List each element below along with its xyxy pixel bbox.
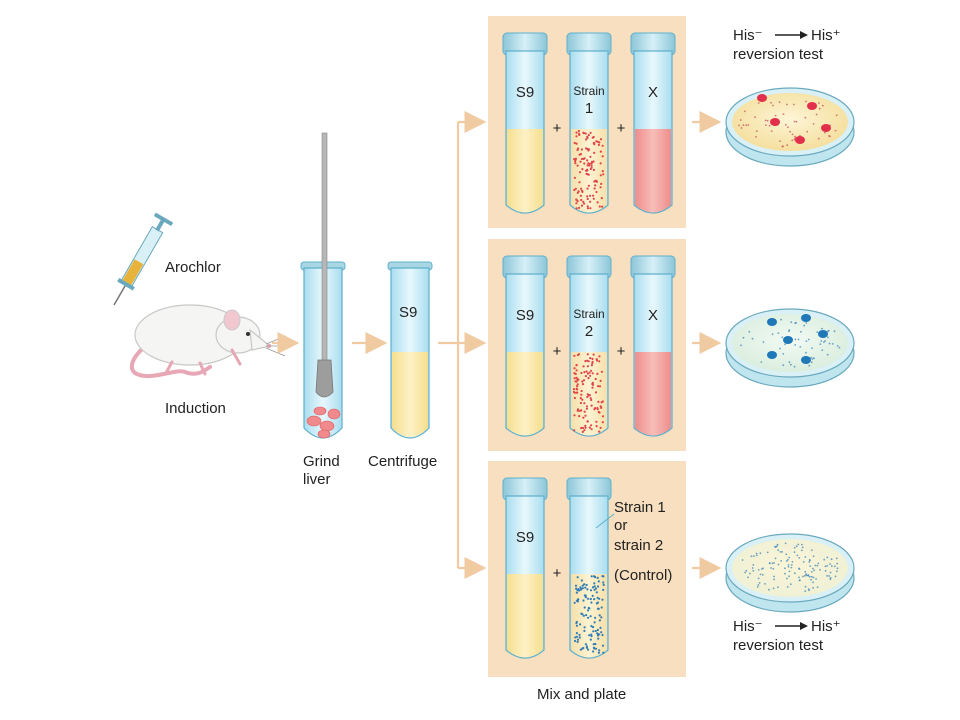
- test-tube-icon: Strain 2: [566, 255, 612, 437]
- colony: [807, 102, 817, 110]
- reversion-label-top: His⁻ His⁺ reversion test: [733, 27, 841, 63]
- test-tube-icon: Strain 1: [566, 32, 612, 214]
- his-minus-top: His⁻: [733, 27, 763, 44]
- reversion-test-top: reversion test: [733, 46, 824, 63]
- petri-dish-icon: [725, 533, 855, 613]
- tube-label-line2: 1: [585, 100, 593, 117]
- colony: [767, 318, 777, 326]
- his-plus-bottom: His⁺: [811, 618, 841, 635]
- colony: [795, 136, 805, 144]
- tube-label-line1: Strain: [573, 307, 604, 321]
- induction-label: Induction: [165, 400, 226, 417]
- tube-label: S9: [516, 529, 534, 546]
- test-tube-icon: S9: [502, 32, 548, 214]
- his-minus-bottom: His⁻: [733, 618, 763, 635]
- assay-rows: S9 + Strain 1 + X S9 + Strain 2 + X S9 +: [502, 32, 676, 659]
- plus-sign: +: [553, 343, 562, 360]
- grind-label-line1: Grind: [303, 453, 340, 470]
- mix-and-plate-label: Mix and plate: [537, 686, 626, 703]
- control-side-label: Strain 1 or strain 2 (Control): [595, 499, 672, 584]
- plus-sign: +: [553, 565, 562, 582]
- mouse-icon: [129, 304, 288, 379]
- control-label-line1: Strain 1: [614, 499, 666, 516]
- colony: [770, 118, 780, 126]
- flow-arrows: [272, 111, 722, 579]
- colony: [757, 94, 767, 102]
- tube-label-line1: Strain: [573, 84, 604, 98]
- grind-liver-tube: [300, 132, 346, 439]
- colony: [801, 356, 811, 364]
- control-label-line4: (Control): [614, 567, 672, 584]
- centrifuge-label: Centrifuge: [368, 453, 437, 470]
- tube-label-line2: 2: [585, 323, 593, 340]
- assay-row-2: S9 + Strain 2 + X: [502, 255, 676, 437]
- plus-sign: +: [617, 343, 626, 360]
- test-tube-icon: [566, 477, 612, 659]
- petri-dish-icon: [725, 308, 855, 388]
- petri-dishes: [725, 87, 855, 613]
- colony: [821, 124, 831, 132]
- tube-label: S9: [516, 307, 534, 324]
- tube-label: S9: [516, 84, 534, 101]
- reversion-test-bottom: reversion test: [733, 637, 824, 654]
- syringe-icon: [113, 212, 174, 306]
- colony: [818, 330, 828, 338]
- test-tube-icon: X: [630, 32, 676, 214]
- centrifuge-tube-label: S9: [399, 304, 417, 321]
- arochlor-label: Arochlor: [165, 259, 221, 276]
- reversion-label-bottom: His⁻ His⁺ reversion test: [733, 618, 841, 654]
- tube-label: X: [648, 307, 658, 324]
- his-plus-top: His⁺: [811, 27, 841, 44]
- test-tube-icon: X: [630, 255, 676, 437]
- centrifuge-tube: S9: [387, 261, 433, 439]
- plus-sign: +: [553, 120, 562, 137]
- control-label-line3: strain 2: [614, 537, 663, 554]
- petri-dish-icon: [725, 87, 855, 167]
- test-tube-icon: S9: [502, 255, 548, 437]
- colony: [801, 314, 811, 322]
- assay-row-3: S9 +: [502, 477, 612, 659]
- test-tube-icon: S9: [502, 477, 548, 659]
- assay-row-1: S9 + Strain 1 + X: [502, 32, 676, 214]
- control-label-line2: or: [614, 517, 627, 534]
- grind-label-line2: liver: [303, 471, 331, 488]
- tube-label: X: [648, 84, 658, 101]
- colony: [767, 351, 777, 359]
- plus-sign: +: [617, 120, 626, 137]
- colony: [783, 336, 793, 344]
